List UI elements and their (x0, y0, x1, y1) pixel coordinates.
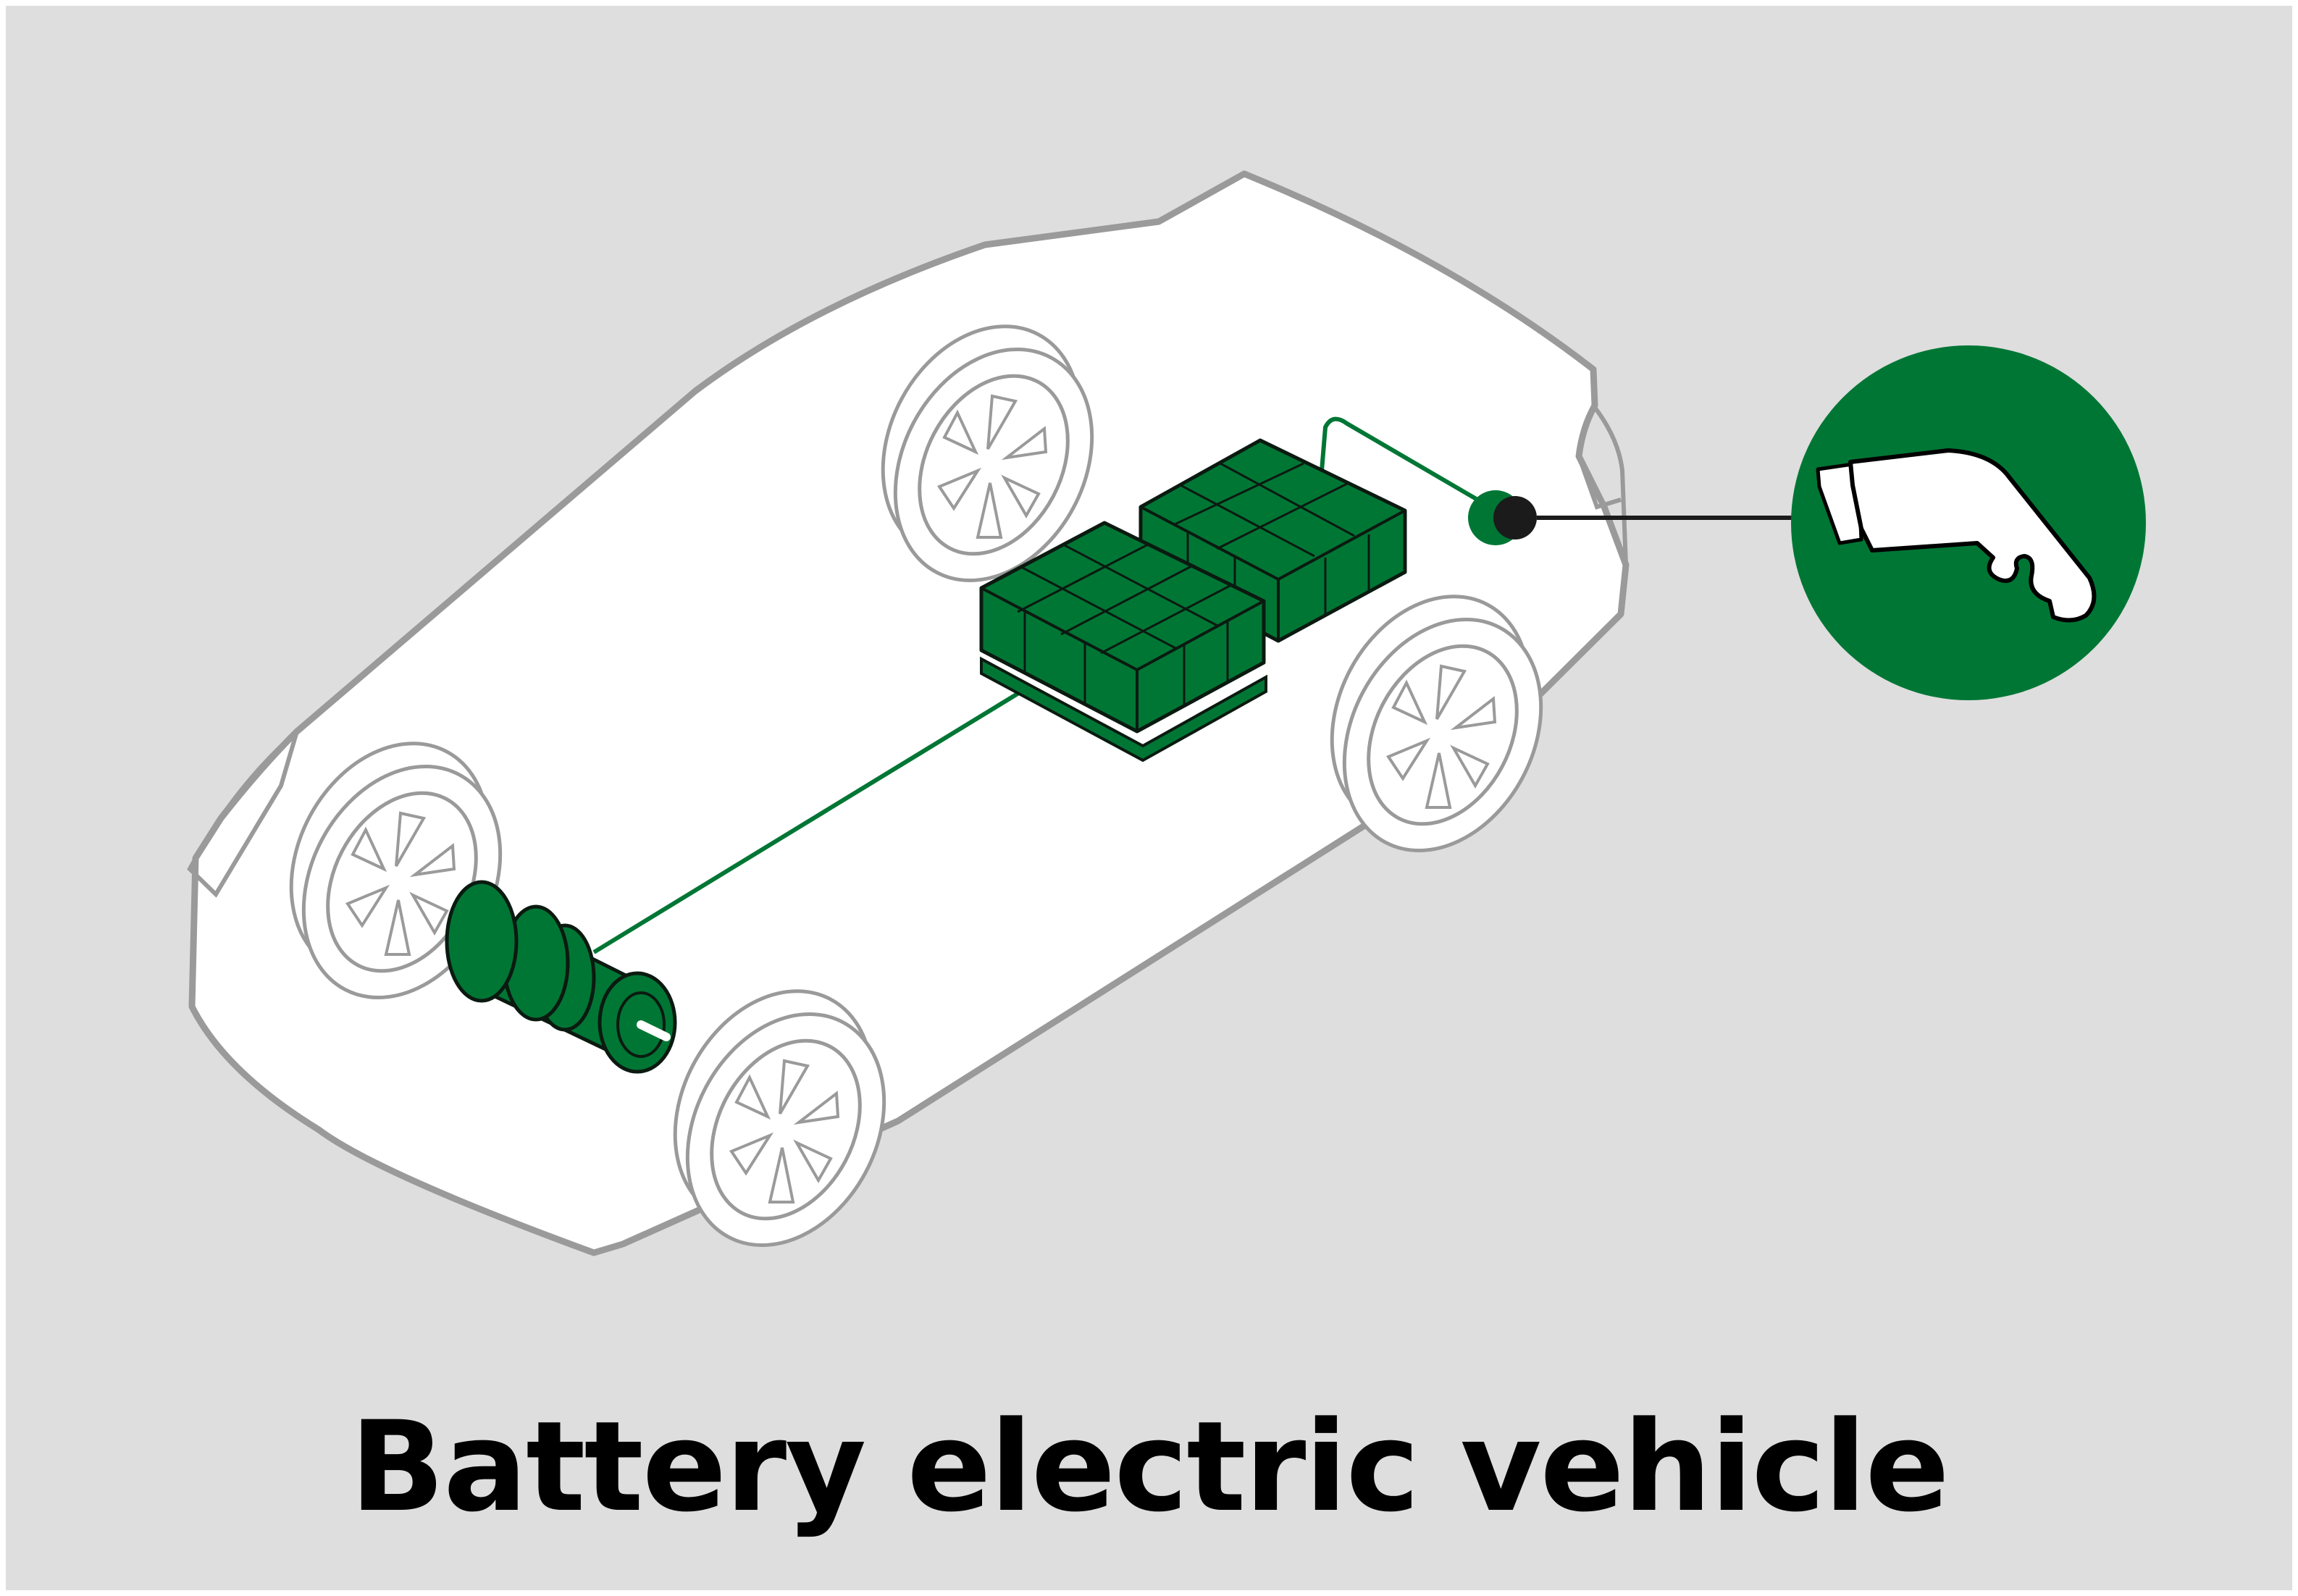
diagram-caption: Battery electric vehicle (350, 1394, 1950, 1540)
charging-port-icon (1468, 490, 1537, 545)
battery-pack-icon (979, 438, 1407, 763)
headlight-outline (187, 724, 301, 898)
taillight-outline (1577, 404, 1628, 566)
motor-battery-cable (592, 689, 1023, 954)
charging-plug-icon (1816, 448, 2097, 623)
battery-port-cable (1320, 416, 1479, 502)
electric-motor-icon (445, 880, 677, 1074)
